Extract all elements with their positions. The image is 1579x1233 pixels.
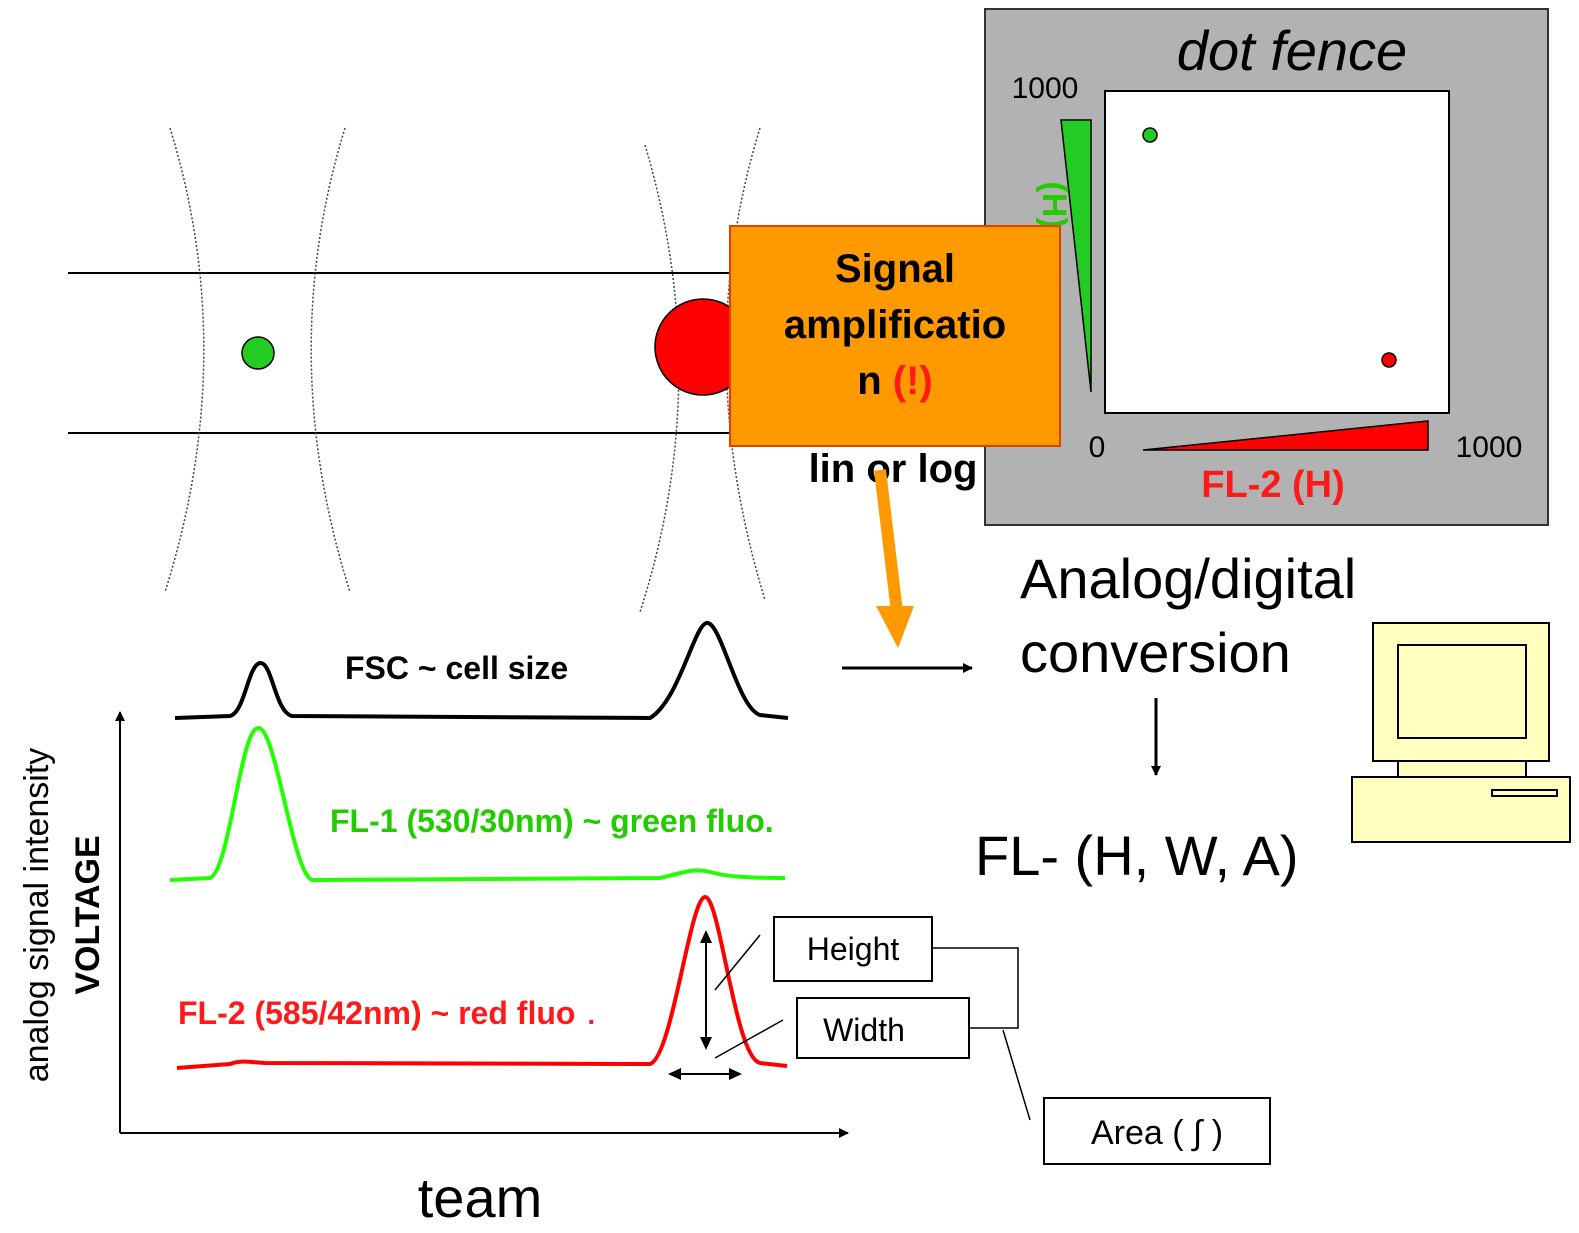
amplifier-arrow-head bbox=[876, 606, 914, 648]
height-arrow-top bbox=[700, 930, 712, 943]
area-label: Area ( ∫ ) bbox=[1091, 1114, 1223, 1152]
y-axis-title-line-2: VOLTAGE bbox=[69, 835, 107, 994]
x-axis-max-label: 1000 bbox=[1456, 431, 1523, 464]
laser-beam-2-right bbox=[725, 127, 766, 601]
fsc-label: FSC ~ cell size bbox=[345, 650, 568, 686]
area-box bbox=[1043, 1097, 1271, 1165]
fl1-signal-trace bbox=[169, 726, 786, 883]
height-box bbox=[773, 916, 933, 982]
green-event-dot bbox=[1142, 127, 1158, 143]
computer-base bbox=[1351, 776, 1571, 843]
width-arrow-right bbox=[729, 1068, 742, 1080]
y-axis-title-line-1: analog signal intensity bbox=[18, 748, 56, 1083]
height-label: Height bbox=[807, 931, 900, 967]
computer-screen bbox=[1397, 644, 1527, 739]
y-scale-wedge bbox=[1060, 119, 1092, 393]
x-axis-min-label: 0 bbox=[1089, 431, 1106, 464]
amplifier-arrow-shaft bbox=[874, 469, 903, 613]
fsc-signal-trace bbox=[174, 621, 789, 721]
conversion-output: FL- (H, W, A) bbox=[975, 824, 1299, 887]
amplifier-line-1: Signal bbox=[835, 247, 955, 291]
x-scale-wedge bbox=[1142, 420, 1429, 451]
flow-channel bbox=[68, 127, 766, 613]
computer-icon bbox=[1351, 622, 1571, 843]
y-axis-label: (H) bbox=[1035, 181, 1073, 228]
laser-beam-1-right bbox=[310, 127, 351, 593]
fl1-label: FL-1 (530/30nm) ~ green fluo. bbox=[330, 803, 774, 839]
red-event-dot bbox=[1381, 352, 1397, 368]
measure-callouts: Height Width Area ( ∫ ) bbox=[714, 916, 1271, 1165]
conversion-line-2: conversion bbox=[1020, 621, 1291, 684]
amplifier-line-2: amplificatio bbox=[784, 303, 1006, 347]
dot-fence-panel: dot fence 1000 0 1000 FL-2 (H) (H) bbox=[984, 8, 1549, 526]
height-arrow-bottom bbox=[700, 1037, 712, 1050]
laser-beam-1-left bbox=[164, 127, 205, 593]
conversion-line-1: Analog/digital bbox=[1020, 547, 1356, 610]
bracket-connector bbox=[932, 947, 1019, 1029]
width-callout-line bbox=[714, 1019, 784, 1059]
x-axis-title: team bbox=[418, 1166, 543, 1229]
computer-drive-slot bbox=[1491, 789, 1558, 797]
amplifier-line-3: n (!) bbox=[857, 359, 933, 403]
amplifier-box bbox=[729, 225, 1061, 447]
area-callout-line bbox=[1002, 1029, 1031, 1121]
dot-fence-title: dot fence bbox=[1177, 19, 1407, 82]
conversion-block: Analog/digital conversion FL- (H, W, A) bbox=[842, 547, 1356, 887]
amplifier-block: Signal amplificatio n (!) lin or log bbox=[729, 225, 1061, 648]
fl2-label: FL-2 (585/42nm) ~ red fluo. bbox=[178, 995, 595, 1031]
x-axis-label: FL-2 (H) bbox=[1201, 464, 1345, 506]
width-label: Width bbox=[823, 1012, 905, 1048]
computer-stand bbox=[1397, 760, 1527, 778]
width-arrow-left bbox=[668, 1068, 681, 1080]
dot-plot-area bbox=[1104, 90, 1450, 414]
amplifier-mode-label: lin or log bbox=[809, 447, 978, 491]
fl2-signal-trace bbox=[176, 895, 788, 1070]
y-axis-max-label: 1000 bbox=[1012, 72, 1079, 105]
height-callout-line bbox=[714, 934, 761, 991]
width-box bbox=[796, 997, 970, 1059]
signal-plot: team analog signal intensity VOLTAGE FSC… bbox=[18, 621, 849, 1229]
green-cell bbox=[241, 336, 275, 370]
